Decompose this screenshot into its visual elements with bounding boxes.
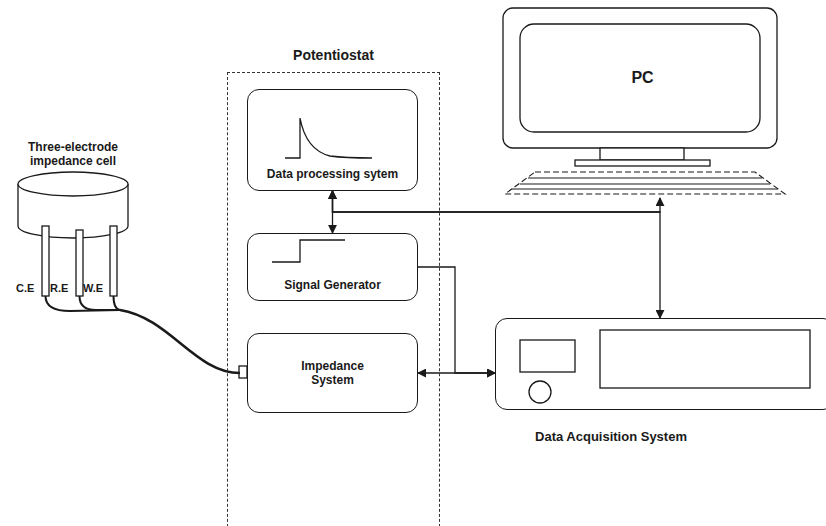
signal-arrow <box>333 191 661 318</box>
potentiostat-group: PotentiostatData processing sytemSignal … <box>227 72 440 526</box>
node-label: Impedance System <box>293 359 373 388</box>
daq-unit: Data Acquisition System <box>495 318 826 410</box>
daq-panel <box>520 330 810 403</box>
decay-curve <box>285 118 372 158</box>
signal-arrow <box>333 191 661 212</box>
pin-label: R.E <box>50 282 68 294</box>
process-box: Data processing sytem <box>247 89 418 191</box>
node-label: Signal Generator <box>252 278 413 292</box>
signal-arrow <box>418 267 495 373</box>
monitor <box>503 8 777 166</box>
keyboard <box>505 172 785 194</box>
step-signal <box>272 240 345 262</box>
node-label: PC <box>495 68 790 87</box>
heading-label: Data Acquisition System <box>496 429 726 445</box>
cable-strands <box>46 296 121 311</box>
signal-arrow <box>418 372 495 373</box>
cell-body <box>18 172 128 296</box>
computer: PC <box>495 8 790 198</box>
process-box: Signal Generator <box>247 233 418 301</box>
heading-label: Potentiostat <box>228 47 439 64</box>
process-box: Impedance System <box>247 333 418 413</box>
pin-label: W.E <box>83 282 103 294</box>
cable-plug <box>239 366 247 378</box>
node-label: Data processing sytem <box>252 167 413 181</box>
heading-label: Three-electrode impedance cell <box>8 140 138 169</box>
electrode-cable <box>120 310 240 373</box>
pin-label: C.E <box>16 282 34 294</box>
